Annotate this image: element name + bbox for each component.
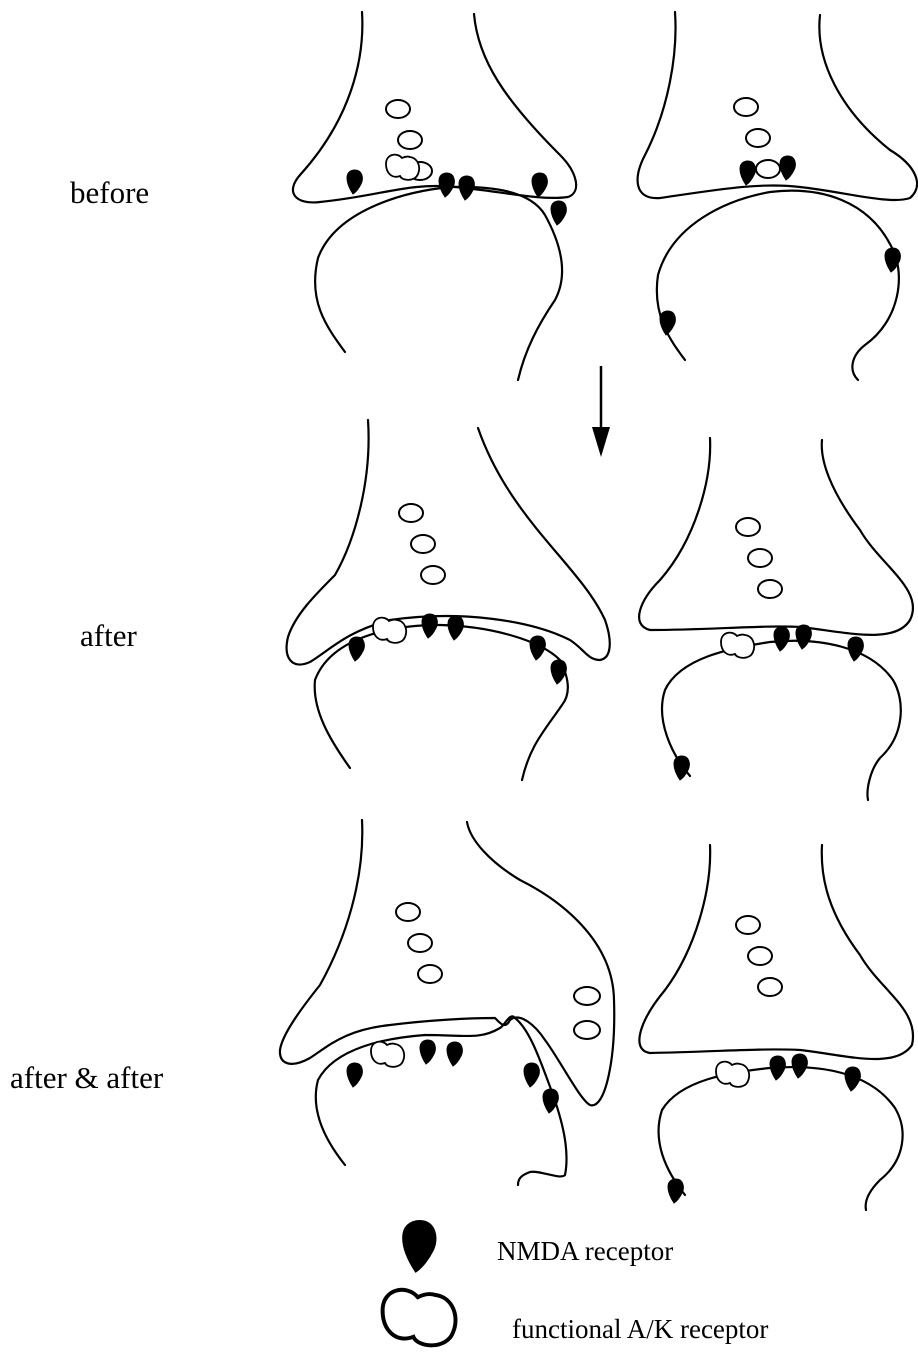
nmda-receptor [740, 161, 755, 185]
nmda-receptor [551, 660, 566, 684]
nmda-receptor [439, 173, 454, 197]
presynaptic-terminal [639, 438, 913, 635]
postsynaptic-membrane [659, 1067, 903, 1210]
presynaptic-terminal [280, 820, 614, 1105]
synapse-left-after [287, 420, 610, 780]
nmda-receptor [668, 1179, 683, 1203]
nmda-receptor [848, 637, 863, 661]
synapse-right-before [638, 12, 917, 380]
postsynaptic-membrane [315, 187, 562, 380]
ak-receptor [371, 1042, 404, 1067]
nmda-receptor [532, 173, 547, 197]
legend-ak-label: functional A/K receptor [512, 1316, 768, 1343]
nmda-receptor [530, 636, 545, 660]
vesicle-group [396, 903, 442, 983]
nmda-receptor [524, 1063, 539, 1087]
ak-receptor [721, 633, 754, 658]
ak-receptor [373, 618, 406, 643]
nmda-receptor [674, 756, 689, 780]
vesicle [574, 1021, 600, 1039]
ak-legend-icon [383, 1290, 456, 1346]
nmda-receptor [459, 176, 474, 200]
nmda-legend-icon [403, 1221, 435, 1271]
presynaptic-terminal [639, 845, 913, 1059]
nmda-receptor [543, 1089, 558, 1113]
nmda-receptor [349, 637, 364, 661]
nmda-receptor [347, 170, 362, 194]
nmda-receptor [845, 1067, 860, 1091]
vesicle-group [736, 916, 782, 996]
row-label-before: before [70, 177, 149, 208]
nmda-receptor [447, 1042, 462, 1066]
nmda-receptor [347, 1063, 362, 1087]
vesicle-group [736, 518, 782, 598]
postsynaptic-membrane [657, 191, 899, 380]
nmda-receptor [422, 614, 437, 638]
row-after-after [280, 820, 913, 1210]
postsynaptic-membrane [316, 1016, 567, 1185]
nmda-receptor [660, 311, 675, 335]
legend [383, 1221, 456, 1345]
ak-receptor [716, 1062, 749, 1087]
nmda-receptor [448, 616, 463, 640]
row-label-after-after: after & after [10, 1062, 163, 1093]
synapse-left-before [293, 12, 576, 380]
vesicle [574, 987, 600, 1005]
row-after [287, 420, 913, 800]
nmda-receptor [770, 1056, 785, 1080]
nmda-receptor [774, 627, 789, 651]
row-label-after: after [80, 620, 137, 651]
nmda-receptor [780, 156, 795, 180]
postsynaptic-membrane [662, 641, 901, 800]
synapse-right-after-after [639, 845, 913, 1210]
vesicle-group [399, 504, 445, 584]
nmda-receptor [792, 1054, 807, 1078]
legend-nmda-label: NMDA receptor [497, 1238, 673, 1265]
synapse-right-after [639, 438, 913, 800]
ak-receptor [386, 155, 419, 180]
presynaptic-terminal [293, 12, 576, 202]
row-before [293, 12, 917, 380]
nmda-receptor [420, 1040, 435, 1064]
synapse-left-after-after [280, 820, 614, 1185]
down-arrow [592, 366, 610, 457]
nmda-receptor [796, 625, 811, 649]
nmda-receptor [551, 201, 566, 225]
